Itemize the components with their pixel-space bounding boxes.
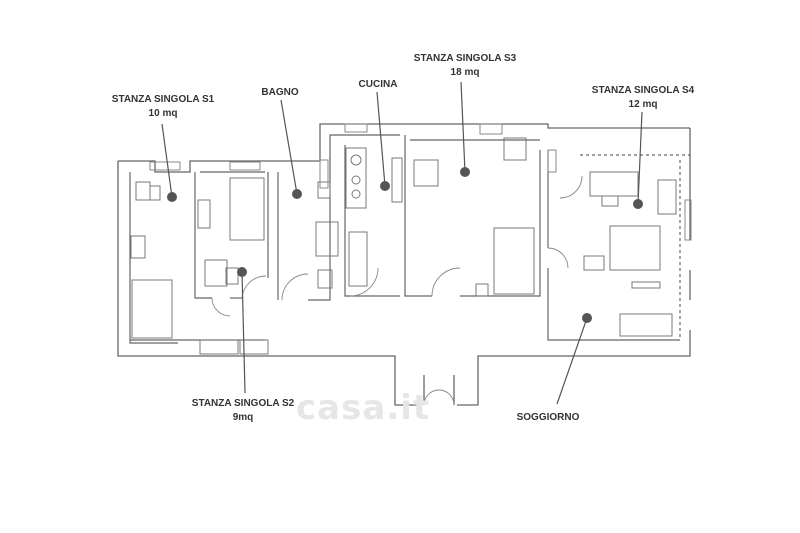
furniture [130, 137, 677, 355]
room-area: 9mq [232, 412, 254, 423]
room-name: STANZA SINGOLA S1 [111, 94, 215, 105]
label-stanza-s2: STANZA SINGOLA S2 9mq [188, 397, 298, 425]
room-name: SOGGIORNO [516, 412, 580, 423]
room-area: 10 mq [148, 108, 178, 119]
room-markers [167, 167, 643, 323]
watermark: casa.it [296, 388, 431, 428]
interior-walls [129, 134, 690, 344]
outer-walls [117, 123, 691, 406]
label-soggiorno: SOGGIORNO [508, 411, 588, 425]
label-bagno: BAGNO [248, 86, 312, 100]
leader-lines [161, 81, 643, 405]
room-area: 18 mq [450, 67, 480, 78]
room-name: CUCINA [358, 79, 398, 90]
room-name: STANZA SINGOLA S4 [591, 85, 695, 96]
room-name: STANZA SINGOLA S3 [413, 53, 517, 64]
room-area: 12 mq [628, 99, 658, 110]
room-name: BAGNO [261, 87, 299, 98]
label-stanza-s3: STANZA SINGOLA S3 18 mq [410, 52, 520, 80]
label-stanza-s4: STANZA SINGOLA S4 12 mq [588, 84, 698, 112]
label-stanza-s1: STANZA SINGOLA S1 10 mq [108, 93, 218, 121]
label-cucina: CUCINA [346, 78, 410, 92]
windows [149, 123, 692, 241]
room-name: STANZA SINGOLA S2 [191, 398, 295, 409]
